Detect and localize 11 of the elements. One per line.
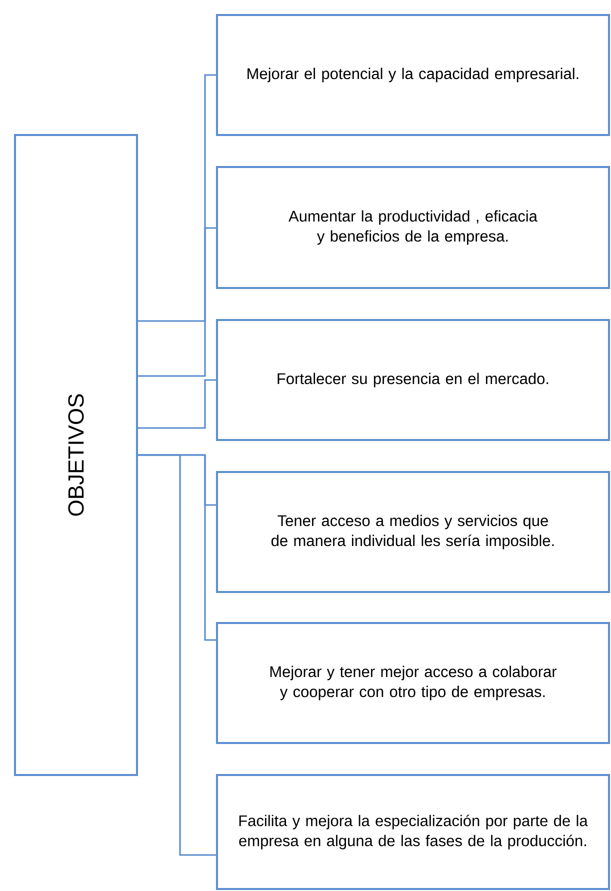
connector [138, 227, 216, 377]
objective-box: Mejorar el potencial y la capacidad empresarial. [216, 14, 610, 136]
connector [138, 74, 216, 322]
category-box: OBJETIVOS [14, 134, 138, 776]
objective-box: Tener acceso a medios y servicios que de manera individual les sería imposible. [216, 471, 610, 593]
objective-box: Mejorar y tener mejor acceso a colaborar y cooperar con otro tipo de empresas. [216, 622, 610, 744]
objective-box: Facilita y mejora la especialización por parte de la empresa en alguna de las fases de la producción. [216, 774, 610, 890]
connector [138, 379, 216, 429]
connector [138, 454, 216, 856]
objective-box: Fortalecer su presencia en el mercado. [216, 319, 610, 441]
objective-box: Aumentar la productividad , eficacia y beneficios de la empresa. [216, 166, 610, 289]
